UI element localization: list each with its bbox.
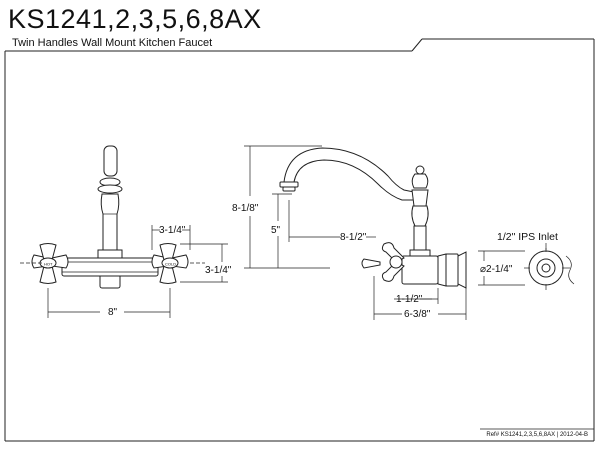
drawing-reference: Ref# KS1241,2,3,5,6,8AX | 2012-04-B xyxy=(486,432,588,438)
model-description: Twin Handles Wall Mount Kitchen Faucet xyxy=(12,37,213,49)
inlet-view: 1/2" IPS Inlet ⌀2-1/4" xyxy=(478,231,575,290)
right-handle: COLD xyxy=(151,243,189,284)
overall-depth-label: 6-3/8" xyxy=(404,309,431,320)
inlet-label: 1/2" IPS Inlet xyxy=(497,231,558,243)
front-view: HOT COLD 8" 3-1/4" 3-1/4" xyxy=(20,145,232,318)
left-handle: HOT xyxy=(31,243,69,284)
wall-to-body-label: 1-1/2" xyxy=(396,294,423,305)
svg-text:HOT: HOT xyxy=(44,262,53,267)
handle-height-label: 3-1/4" xyxy=(205,265,232,276)
center-spacing-label: 8" xyxy=(108,307,118,318)
model-title: KS1241,2,3,5,6,8AX xyxy=(8,4,262,34)
side-handle xyxy=(361,242,405,282)
spout-clearance-label: 5" xyxy=(271,225,281,236)
svg-text:COLD: COLD xyxy=(165,262,176,267)
spout-reach-label: 8-1/2" xyxy=(340,232,367,243)
overall-height-label: 8-1/8" xyxy=(232,203,259,214)
inlet-diameter-label: ⌀2-1/4" xyxy=(480,264,513,275)
drawing-frame xyxy=(4,38,595,442)
handle-width-label: 3-1/4" xyxy=(159,225,186,236)
side-view: 8-1/8" 5" 8-1/2" 1-1/2" 6-3/8" xyxy=(232,145,467,320)
